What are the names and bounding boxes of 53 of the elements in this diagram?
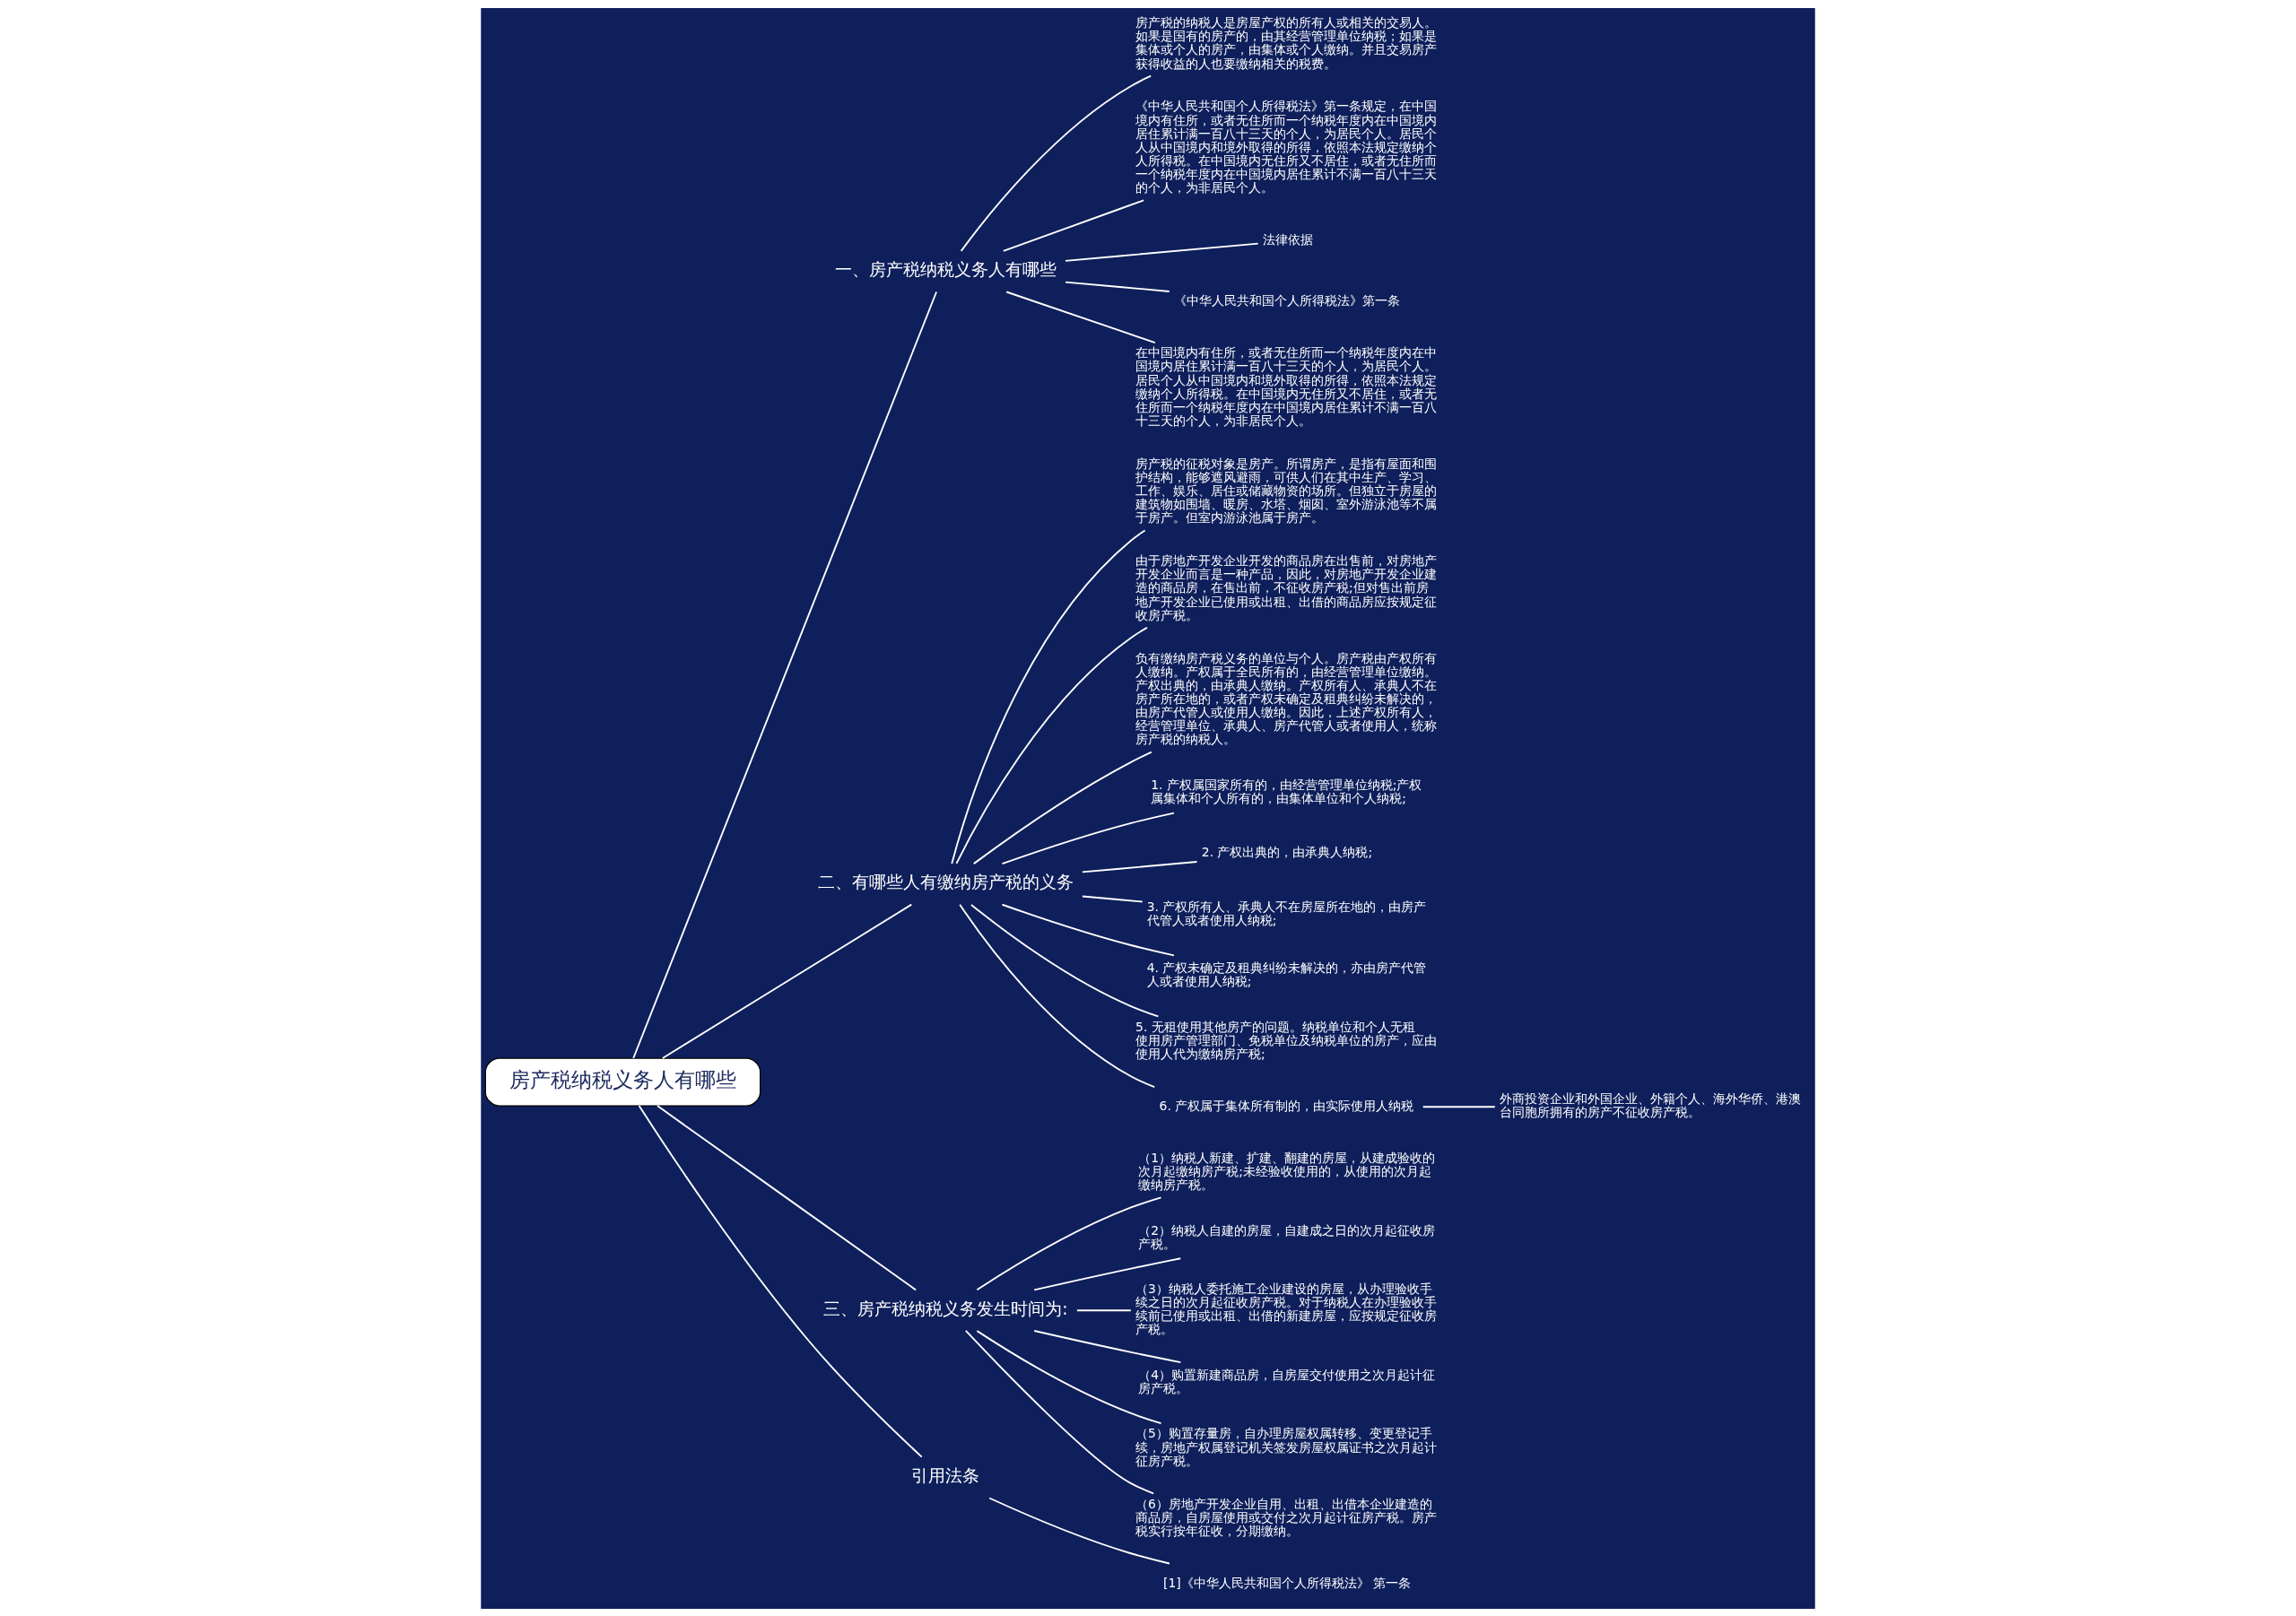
node-text: [1]《中华人民共和国个人所得税法》 第一条 xyxy=(1163,1575,1412,1590)
connector xyxy=(988,1497,1170,1564)
connector xyxy=(657,1104,918,1290)
node-text: 1. 产权属国家所有的，由经营管理单位纳税;产权属集体和个人所有的，由集体单位和个人纳税; xyxy=(1151,777,1422,805)
node-text: 三、房产税纳税义务发生时间为: xyxy=(823,1298,1068,1318)
node-text: （6）房地产开发企业自用、出租、出借本企业建造的商品房，自房屋使用或交付之次月起计征房产税。房产税实行按年征收，分期缴纳。 xyxy=(1135,1496,1438,1538)
node-text: 房产税的征税对象是房产。所谓房产，是指有屋面和围护结构，能够遮风避雨，可供人们在其中生产、学习、工作、娱乐、居住或储藏物资的场所。但独立于房屋的建筑物如围墙、暖房、水塔、烟囱、室外游泳池等不属于房产。但室内游泳池属于房产。 xyxy=(1135,456,1438,525)
node-text: 房产税的纳税人是房屋产权的所有人或相关的交易人。如果是国有的房产的，由其经营管理单位纳税；如果是集体或个人的房产，由集体或个人缴纳。并且交易房产获得收益的人也要缴纳相关的税费。 xyxy=(1135,14,1438,71)
connector xyxy=(1001,812,1175,864)
node-text: 法律依据 xyxy=(1262,231,1313,247)
node-text: 5. 无租使用其他房产的问题。纳税单位和个人无租使用房产管理部门、免税单位及纳税单位的房产，应由使用人代为缴纳房产税; xyxy=(1135,1019,1438,1061)
connector xyxy=(632,291,938,1059)
connector xyxy=(976,1329,1162,1424)
node-text: 4. 产权未确定及租典纠纷未解决的，亦由房产代管人或者使用人纳税; xyxy=(1146,960,1427,988)
node-text: 二、有哪些人有缴纳房产税的义务 xyxy=(817,871,1074,891)
node-text: 《中华人民共和国个人所得税法》第一条 xyxy=(1173,292,1400,308)
connector xyxy=(1065,281,1170,292)
connector xyxy=(1422,1105,1496,1108)
node-box: 房产税纳税义务人有哪些 xyxy=(484,1056,761,1107)
node-text: 《中华人民共和国个人所得税法》第一条规定，在中国境内有住所，或者无住所而一个纳税年度内在中国境内居住累计满一百八十三天的个人，为居民个人。居民个人从中国境内和境外取得的所得，依照本法规定缴纳个人所得税。在中国境内无住所又不居住，或者无住所而一个纳税年度内在中国境内居住累计不满一百八十三天的个人，为非居民个人。 xyxy=(1135,98,1438,195)
node-text: 外商投资企业和外国企业、外籍个人、海外华侨、港澳台同胞所拥有的房产不征收房产税。 xyxy=(1500,1090,1802,1119)
node-text: 6. 产权属于集体所有制的，由实际使用人纳税 xyxy=(1159,1098,1414,1113)
node-text: 3. 产权所有人、承典人不在房屋所在地的，由房产代管人或者使用人纳税; xyxy=(1146,899,1427,927)
connector xyxy=(661,903,913,1059)
connector xyxy=(964,1329,1155,1494)
node-text: 一、房产税纳税义务人有哪些 xyxy=(834,258,1057,279)
connector xyxy=(955,626,1148,864)
connector xyxy=(960,74,1152,252)
connector xyxy=(951,529,1146,864)
connector xyxy=(1033,1256,1182,1290)
connector xyxy=(1005,291,1156,343)
connector xyxy=(1081,895,1144,902)
connector xyxy=(972,751,1152,864)
node-text: （3）纳税人委托施工企业建设的房屋，从办理验收手续之日的次月起征收房产税。对于纳税人在办理验收手续前已使用或出租、出借的新建房屋，应按规定征收房产税。 xyxy=(1135,1281,1438,1336)
node-text: （5）购置存量房，自办理房屋权属转移、变更登记手续，房地产权属登记机关签发房屋权属证书之次月起计征房产税。 xyxy=(1135,1425,1438,1468)
connector xyxy=(1081,860,1198,873)
connector xyxy=(976,1195,1162,1290)
connector xyxy=(638,1104,923,1458)
connector xyxy=(1001,903,1175,956)
connector xyxy=(1033,1329,1182,1363)
connector xyxy=(1075,1308,1132,1311)
node-text: 在中国境内有住所，或者无住所而一个纳税年度内在中国境内居住累计满一百八十三天的个人，为居民个人。居民个人从中国境内和境外取得的所得，依照本法规定缴纳个人所得税。在中国境内无住所又不居住，或者无住所而一个纳税年度内在中国境内居住累计不满一百八十三天的个人，为非居民个人。 xyxy=(1135,344,1438,428)
node-text: 2. 产权出典的，由承典人纳税; xyxy=(1201,844,1373,859)
node-text: （4）购置新建商品房，自房屋交付使用之次月起计征房产税。 xyxy=(1138,1367,1436,1395)
connector xyxy=(1002,198,1145,252)
connector xyxy=(970,903,1160,1017)
connector xyxy=(959,903,1156,1088)
node-text: 由于房地产开发企业开发的商品房在出售前，对房地产开发企业而言是一种产品，因此，对房地产开发企业建造的商品房，在售出前，不征收房产税;但对售出前房地产开发企业已使用或出租、出借的商品房应按规定征收房产税。 xyxy=(1135,552,1438,622)
node-text: 负有缴纳房产税义务的单位与个人。房产税由产权所有人缴纳。产权属于全民所有的，由经营管理单位缴纳。产权出典的，由承典人缴纳。产权所有人、承典人不在房产所在地的，或者产权未确定及租典纠纷未解决的，由房产代管人或使用人缴纳。因此，上述产权所有人，经营管理单位、承典人、房产代管人或者使用人，统称房产税的纳税人。 xyxy=(1135,650,1438,746)
connector xyxy=(1065,242,1259,262)
node-text: 引用法条 xyxy=(911,1464,980,1485)
node-text: （2）纳税人自建的房屋，自建成之日的次月起征收房产税。 xyxy=(1138,1221,1436,1251)
node-text: （1）纳税人新建、扩建、翻建的房屋，从建成验收的次月起缴纳房产税;未经验收使用的，从使用的次月起缴纳房产税。 xyxy=(1138,1150,1436,1192)
